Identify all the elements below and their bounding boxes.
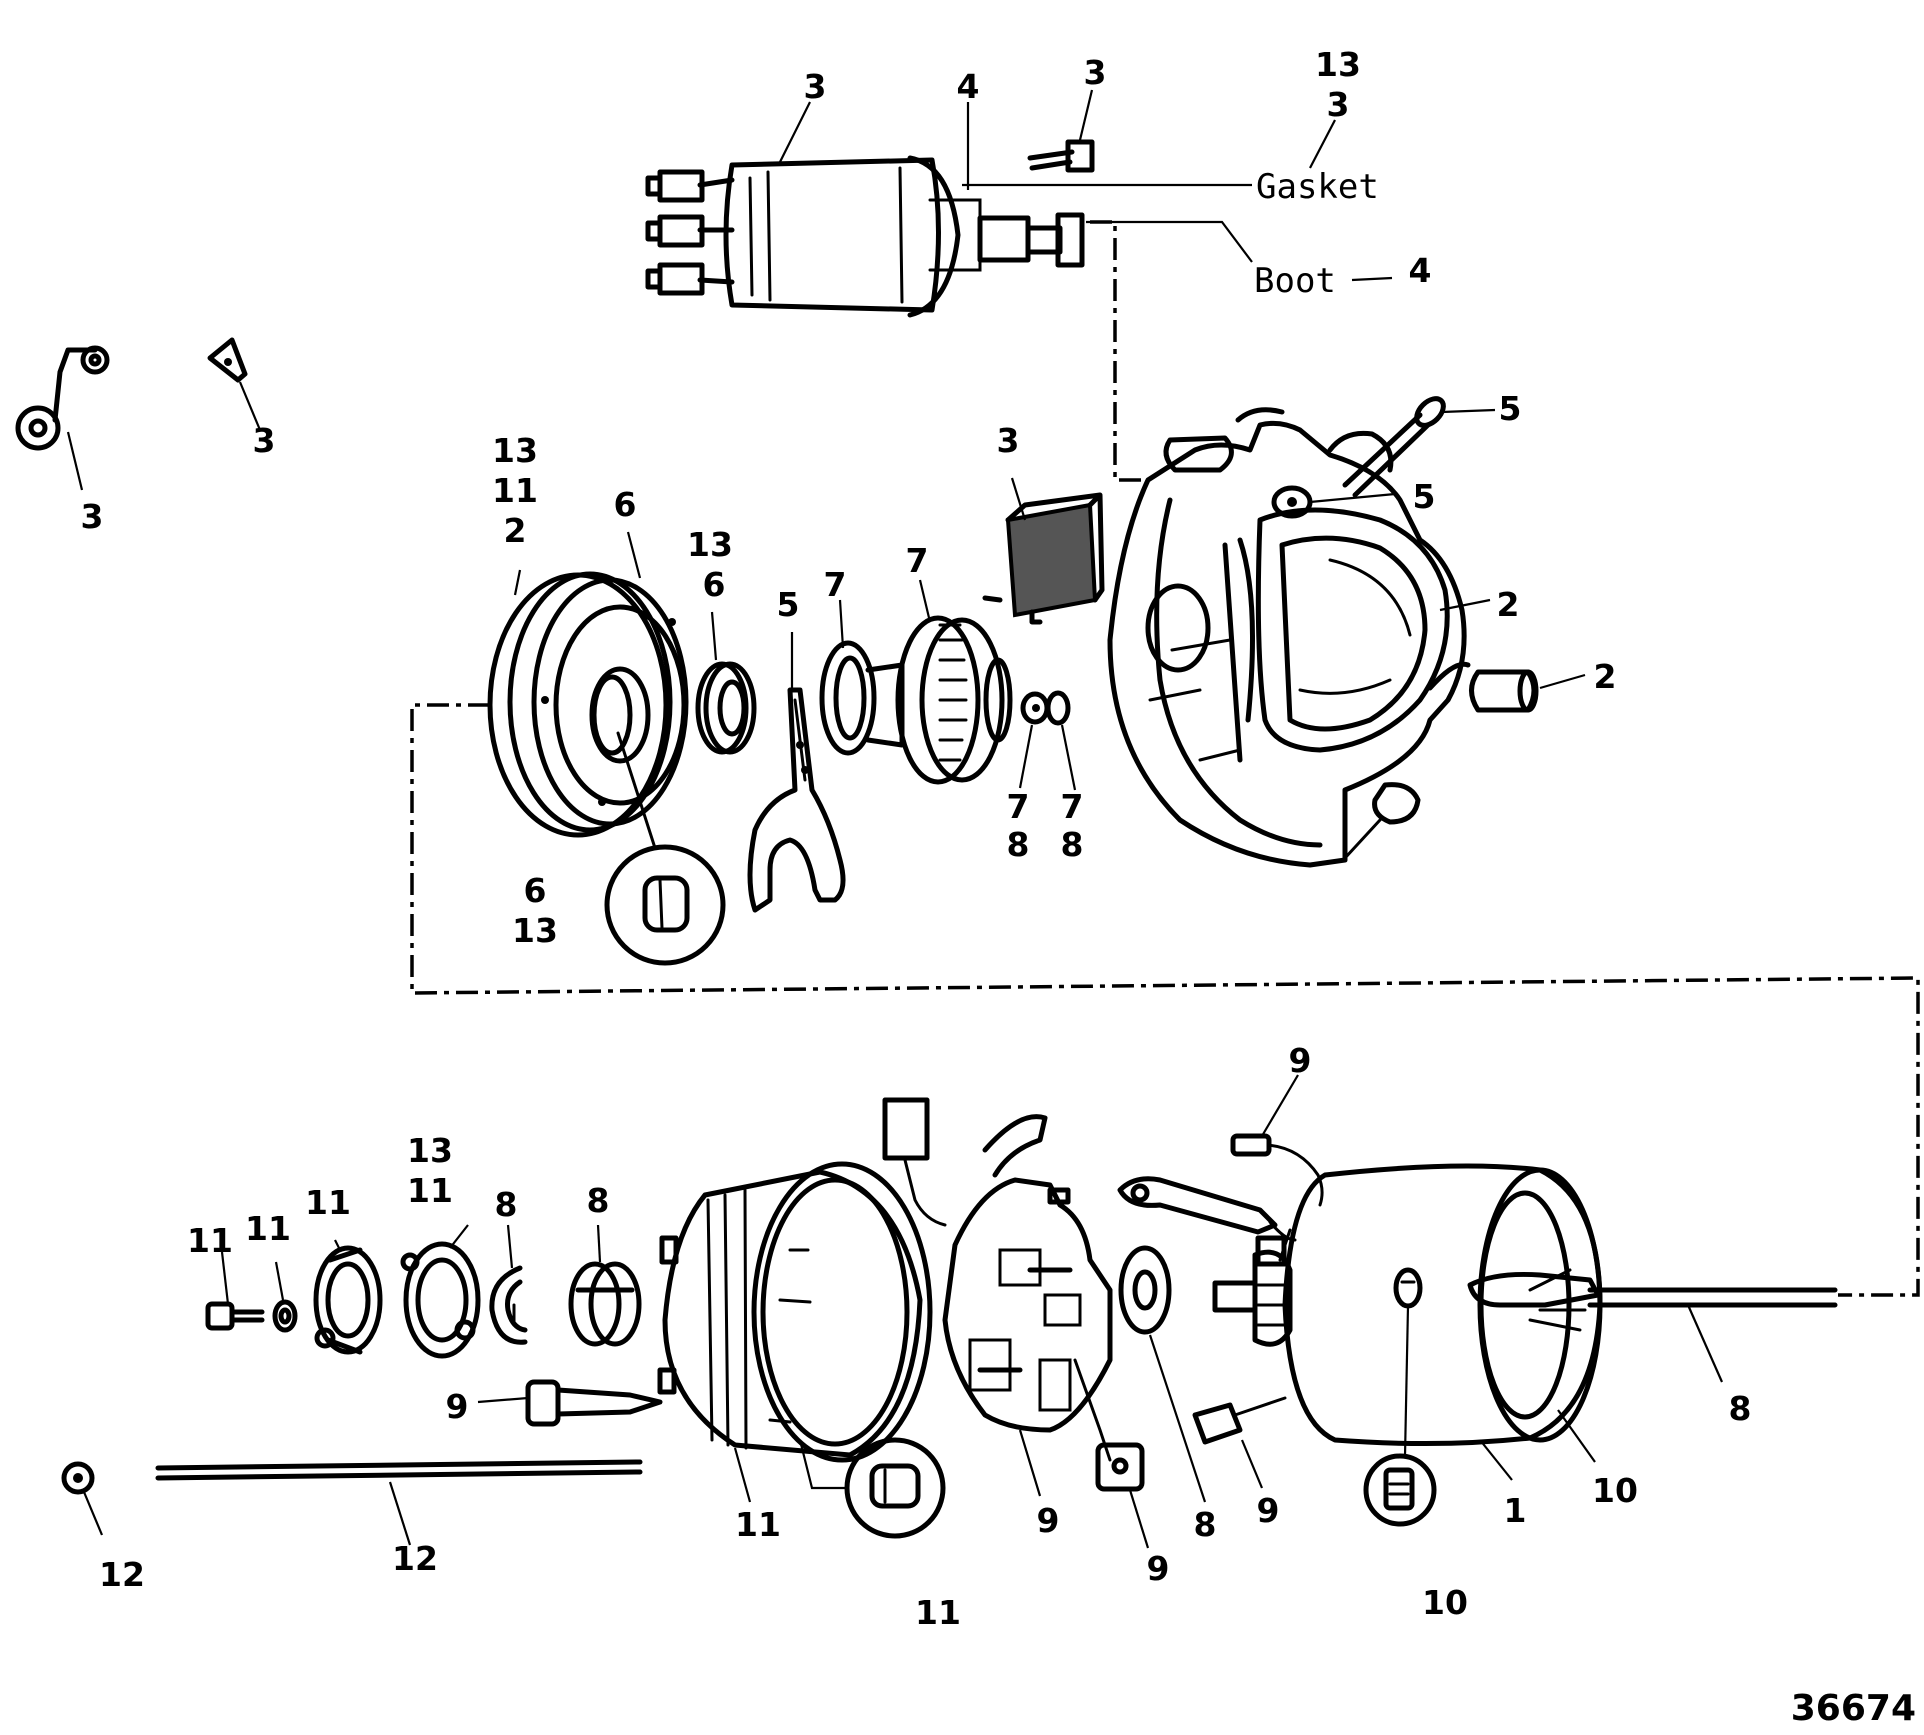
boot-label: Boot bbox=[1254, 261, 1336, 301]
callout-flange-bolt: 9 bbox=[446, 1387, 469, 1426]
end-plate bbox=[313, 1245, 383, 1355]
end-cap-plate bbox=[487, 571, 689, 838]
callout-clip-2: 8 bbox=[587, 1181, 610, 1220]
callout-ring-b-7: 7 bbox=[1061, 787, 1084, 826]
callout-end-plate: 11 bbox=[305, 1183, 351, 1222]
callout-cap-6: 6 bbox=[614, 485, 637, 524]
bearing-seal bbox=[695, 661, 757, 755]
callout-inner-10: 10 bbox=[1592, 1471, 1638, 1510]
solenoid-block bbox=[982, 492, 1105, 625]
callout-ring-b-8: 8 bbox=[1061, 825, 1084, 864]
callout-triangle-bracket: 3 bbox=[253, 421, 276, 460]
callout-fork: 5 bbox=[777, 585, 800, 624]
solenoid-plunger bbox=[977, 212, 1085, 268]
c-clip-1 bbox=[489, 1265, 528, 1345]
callout-seal-13: 13 bbox=[687, 525, 733, 564]
callout-washer: 11 bbox=[245, 1209, 291, 1248]
triangle-bracket bbox=[207, 337, 248, 383]
pinion-clutch bbox=[819, 615, 1013, 785]
callout-block: 3 bbox=[997, 421, 1020, 460]
routing-lines bbox=[410, 220, 1920, 1297]
drive-end-housing bbox=[1107, 407, 1471, 868]
callout-gasket-lower-13: 13 bbox=[407, 1131, 453, 1170]
callout-clip-1: 8 bbox=[495, 1185, 518, 1224]
figure-number: 36674 bbox=[1791, 1688, 1916, 1729]
callout-inset-10: 10 bbox=[1422, 1583, 1468, 1622]
callout-gasket-13: 13 bbox=[1315, 45, 1361, 84]
lever-bracket bbox=[15, 345, 110, 451]
callout-pinion-2: 7 bbox=[906, 541, 929, 580]
shift-fork bbox=[747, 687, 846, 913]
callout-flat-washer: 8 bbox=[1194, 1505, 1217, 1544]
callout-inset-6: 6 bbox=[524, 871, 547, 910]
callout-gasket-lower-11: 11 bbox=[407, 1171, 453, 1210]
inset-circle-bushing bbox=[604, 731, 726, 966]
side-brush bbox=[1192, 1396, 1287, 1445]
gasket-label: Gasket bbox=[1256, 167, 1379, 207]
field-lead bbox=[1117, 1176, 1297, 1242]
housing-bushing bbox=[1469, 669, 1539, 713]
callout-labels: 3 4 3 13 3 Gasket Boot 4 3 3 5 5 2 2 13 … bbox=[81, 45, 1916, 1729]
callout-frame: 1 bbox=[1504, 1491, 1527, 1530]
lock-washer bbox=[272, 1299, 298, 1333]
callout-side-brush: 9 bbox=[1257, 1491, 1280, 1530]
callout-screw: 11 bbox=[187, 1221, 233, 1260]
nut-12 bbox=[61, 1461, 95, 1495]
solenoid bbox=[645, 155, 1085, 318]
callout-end-cap-inset: 11 bbox=[915, 1593, 961, 1632]
housing-bolt bbox=[1342, 396, 1446, 498]
callout-cap-13: 13 bbox=[492, 431, 538, 470]
callout-rod-12: 12 bbox=[392, 1539, 438, 1578]
callout-seal-6: 6 bbox=[703, 565, 726, 604]
callout-solenoid: 3 bbox=[804, 67, 827, 106]
leader-lines bbox=[66, 89, 1724, 1549]
callout-solenoid-screw: 3 bbox=[1084, 53, 1107, 92]
flat-washer bbox=[1118, 1245, 1172, 1335]
callout-plunger: 4 bbox=[957, 67, 980, 106]
callout-lower-brush: 9 bbox=[1147, 1549, 1170, 1588]
solenoid-screw bbox=[1027, 139, 1095, 173]
callout-housing-bolt: 5 bbox=[1499, 389, 1522, 428]
c-clip-2 bbox=[568, 1261, 642, 1347]
through-screw bbox=[205, 1301, 265, 1331]
callout-armature: 8 bbox=[1729, 1389, 1752, 1428]
callout-bushing: 2 bbox=[1594, 657, 1617, 696]
solenoid-terminals bbox=[645, 169, 735, 296]
through-rod bbox=[155, 1459, 643, 1481]
top-brush bbox=[1230, 1133, 1324, 1267]
callout-inset-13: 13 bbox=[512, 911, 558, 950]
callout-gasket-3: 3 bbox=[1327, 85, 1350, 124]
motor-frame bbox=[1282, 1163, 1838, 1447]
callout-top-brush: 9 bbox=[1289, 1041, 1312, 1080]
pole-screw-inset bbox=[1363, 1305, 1437, 1527]
callout-lever-bracket: 3 bbox=[81, 497, 104, 536]
end-cap-inset bbox=[798, 1437, 946, 1539]
callout-cap-2: 2 bbox=[504, 511, 527, 550]
callout-brush-holder: 9 bbox=[1037, 1501, 1060, 1540]
callout-cap-11: 11 bbox=[492, 471, 538, 510]
brush-holder bbox=[882, 1097, 1145, 1492]
callout-housing-nut: 5 bbox=[1413, 477, 1436, 516]
callout-ring-a-7: 7 bbox=[1007, 787, 1030, 826]
callout-boot: 4 bbox=[1409, 251, 1432, 290]
end-gasket bbox=[400, 1241, 481, 1359]
callout-nut-12: 12 bbox=[99, 1555, 145, 1594]
commutator-end-cap bbox=[657, 1161, 933, 1463]
callout-pinion-1: 7 bbox=[824, 565, 847, 604]
callout-end-cap: 11 bbox=[735, 1505, 781, 1544]
callout-housing: 2 bbox=[1497, 585, 1520, 624]
flange-bolt bbox=[525, 1379, 663, 1427]
callout-ring-a-8: 8 bbox=[1007, 825, 1030, 864]
retainer-rings bbox=[1020, 690, 1071, 726]
